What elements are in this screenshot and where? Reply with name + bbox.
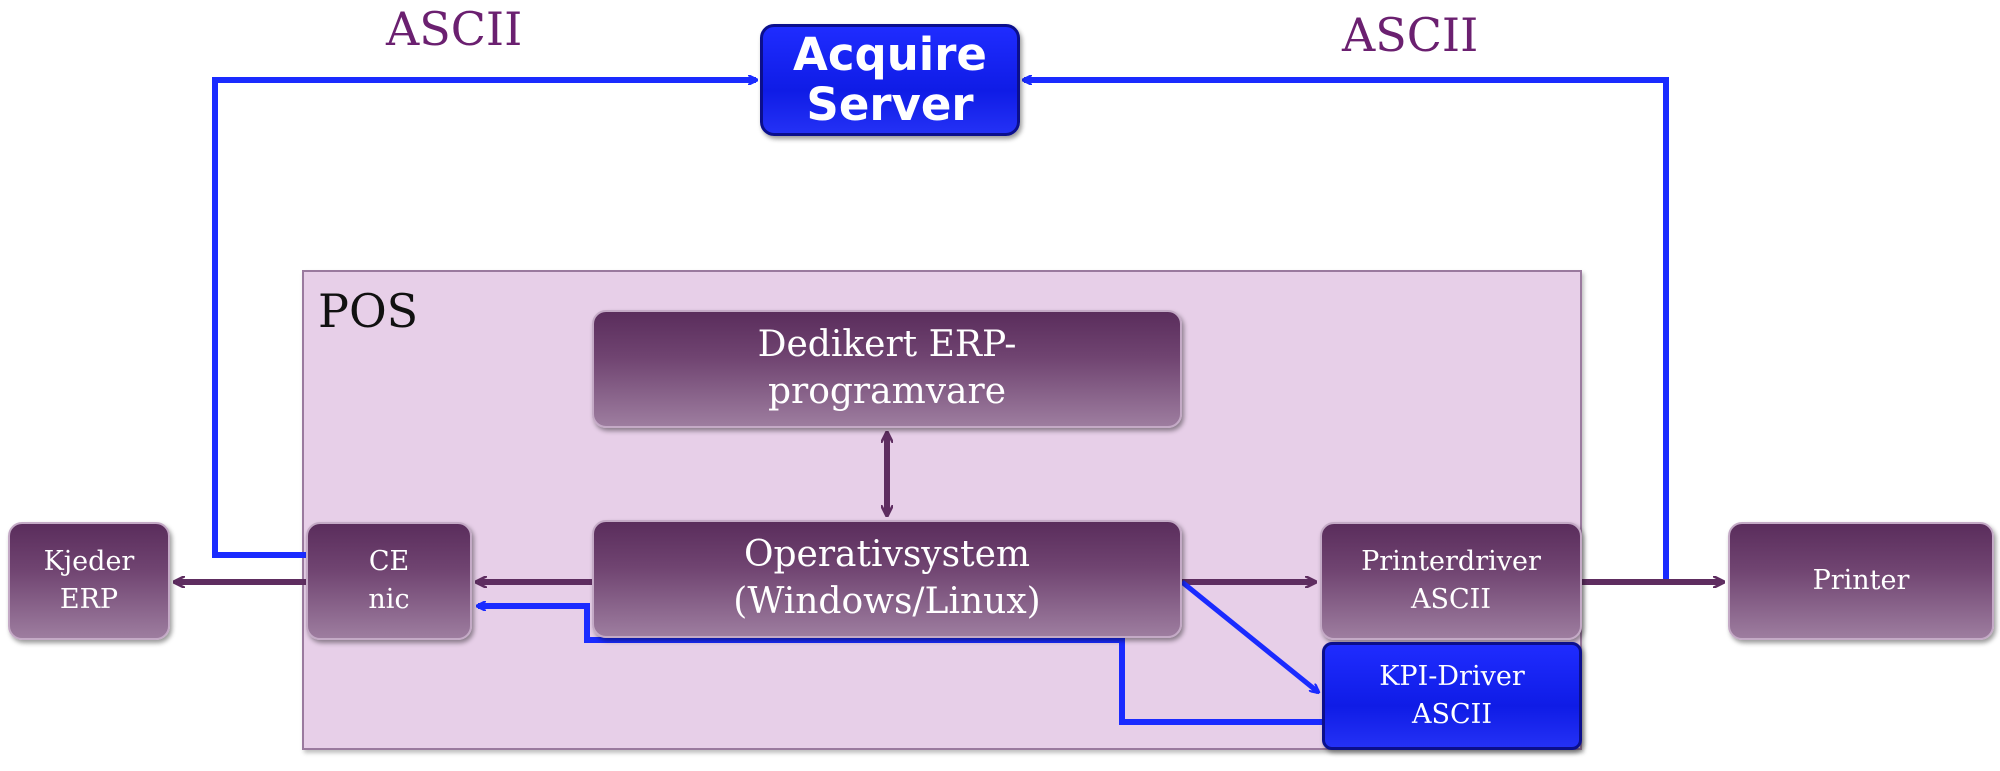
line-kpi-to-cenic: [478, 606, 1322, 725]
printer-node: Printer: [1728, 522, 1994, 640]
ce-nic-line-2: nic: [368, 584, 410, 615]
kjeder-erp-line-2: ERP: [59, 584, 119, 615]
line-cenic-to-acquire: [212, 80, 756, 558]
operating-system-node: Operativsystem (Windows/Linux): [592, 520, 1182, 638]
ce-nic-node: CE nic: [306, 522, 472, 640]
erp-software-line-2: programvare: [767, 371, 1007, 412]
kpi-driver-node: KPI-Driver ASCII: [1322, 642, 1582, 750]
acquire-server-line-2: Server: [806, 78, 974, 131]
ce-nic-line-1: CE: [368, 546, 410, 578]
kjeder-erp-node: Kjeder ERP: [8, 522, 170, 640]
printer-driver-node: Printerdriver ASCII: [1320, 522, 1582, 640]
line-opsys-to-kpi: [1180, 580, 1318, 692]
kpi-driver-line-2: ASCII: [1412, 699, 1492, 730]
kjeder-erp-line-1: Kjeder: [43, 546, 135, 578]
erp-software-node: Dedikert ERP- programvare: [592, 310, 1182, 428]
ascii-label-left: ASCII: [386, 2, 523, 56]
line-printer-to-acquire: [1024, 80, 1669, 582]
printer-driver-line-1: Printerdriver: [1361, 546, 1541, 578]
acquire-server-node: Acquire Server: [760, 24, 1020, 136]
erp-software-line-1: Dedikert ERP-: [757, 324, 1017, 366]
ascii-label-right: ASCII: [1342, 8, 1479, 62]
acquire-server-line-1: Acquire: [793, 27, 987, 81]
printer-line-1: Printer: [1812, 565, 1910, 597]
operating-system-line-2: (Windows/Linux): [733, 581, 1041, 622]
kpi-driver-line-1: KPI-Driver: [1379, 661, 1525, 693]
operating-system-line-1: Operativsystem: [743, 534, 1031, 576]
printer-driver-line-2: ASCII: [1411, 584, 1491, 615]
pos-label: POS: [318, 284, 419, 338]
